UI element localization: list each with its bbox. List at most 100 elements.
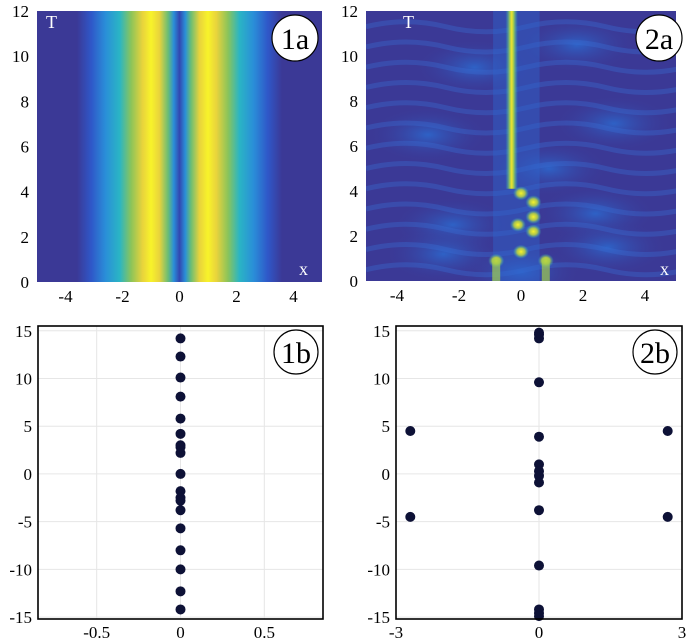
y-tick-label-1a: 10 <box>12 47 29 66</box>
x-tick-label-p1b: 0.5 <box>254 623 275 640</box>
scatter-point <box>175 505 186 516</box>
haze-patch <box>554 95 674 152</box>
y-tick-label-p1b: 0 <box>24 465 33 484</box>
x-tick-label-p1b: 0 <box>176 623 185 640</box>
y-tick-label-1a: 12 <box>12 2 29 21</box>
panel-2b: 2b <box>395 325 683 622</box>
scatter-point <box>175 604 186 615</box>
x-tick-label-1a: -2 <box>115 287 129 306</box>
y-tick-label-2a: 0 <box>350 272 359 291</box>
x-axis-label-2a: x <box>660 259 669 279</box>
wave-streak <box>366 201 676 217</box>
wave-streak <box>366 161 676 176</box>
haze-patch <box>488 140 609 197</box>
y-tick-label-p2b: -10 <box>367 560 390 579</box>
scatter-point <box>175 391 186 402</box>
scatter-point <box>175 442 186 453</box>
x-tick-label-2a: 4 <box>641 286 650 305</box>
wave-streak <box>366 140 676 156</box>
y-tick-label-2a: 4 <box>350 182 359 201</box>
x-tick-label-2a: 2 <box>579 286 588 305</box>
t-axis-label-1a: T <box>46 12 57 32</box>
x-tick-label-1a: -4 <box>58 287 73 306</box>
scatter-point <box>175 523 186 534</box>
y-tick-label-2a: 10 <box>341 47 358 66</box>
haze-patch <box>516 16 637 73</box>
wave-streak <box>366 39 676 55</box>
scatter-point <box>175 586 186 597</box>
scatter-point <box>175 564 186 575</box>
y-tick-label-p2b: 15 <box>373 322 390 341</box>
scatter-point <box>662 425 673 436</box>
x-axis-label-1a: x <box>299 259 308 279</box>
y-tick-label-1a: 4 <box>21 183 30 202</box>
y-tick-label-1a: 8 <box>21 92 30 111</box>
wave-streak <box>366 59 676 75</box>
panel-1b: 1b <box>37 325 324 620</box>
bright-spot <box>509 217 526 232</box>
y-tick-label-2a: 8 <box>350 92 359 111</box>
haze-patch <box>368 106 488 163</box>
y-tick-label-2a: 6 <box>350 137 359 156</box>
y-tick-label-2a: 12 <box>341 2 358 21</box>
wave-streak <box>366 100 676 116</box>
scatter-point <box>405 425 416 436</box>
panel-1a: T x 1a <box>37 11 322 282</box>
scatter-point <box>175 468 186 479</box>
scatter-point <box>534 560 544 571</box>
x-tick-label-2a: 0 <box>517 286 526 305</box>
scatter-point <box>405 511 416 522</box>
scatter-point <box>175 428 186 439</box>
badge-2b-text: 2b <box>640 337 670 370</box>
x-tick-label-p2b: -3 <box>389 623 403 640</box>
y-tick-label-1a: 6 <box>21 138 30 157</box>
badge-1b: 1b <box>273 329 319 375</box>
haze-patch <box>547 219 668 276</box>
y-tick-label-p1b: -10 <box>9 560 32 579</box>
t-axis-label-2a: T <box>403 12 414 32</box>
wave-streak <box>366 120 676 136</box>
scatter-point <box>534 431 544 442</box>
x-tick-label-2a: -4 <box>390 286 405 305</box>
y-tick-label-1a: 0 <box>21 273 30 292</box>
scatter-point <box>662 511 673 522</box>
scatter-point <box>175 351 186 362</box>
bright-spot <box>525 224 542 239</box>
badge-2b: 2b <box>632 329 678 375</box>
y-tick-label-p2b: 0 <box>382 465 391 484</box>
scatter-point <box>534 477 544 488</box>
scatter-point <box>534 377 544 388</box>
y-tick-label-1a: 2 <box>21 228 30 247</box>
badge-2a: 2a <box>635 14 683 62</box>
y-tick-label-p2b: -5 <box>376 513 390 532</box>
beam <box>505 11 518 189</box>
wave-streak <box>366 19 676 35</box>
wave-streak <box>366 262 676 278</box>
y-tick-label-2a: 2 <box>350 227 359 246</box>
badge-1a-text: 1a <box>281 23 309 56</box>
scatter-point <box>175 495 186 506</box>
y-tick-label-p2b: 10 <box>373 369 390 388</box>
y-tick-label-p2b: 5 <box>382 417 391 436</box>
bright-spot <box>513 244 529 259</box>
scatter-point <box>534 327 544 338</box>
base-streak <box>541 258 550 281</box>
scatter-point <box>175 333 186 344</box>
y-tick-label-p1b: 15 <box>15 322 32 341</box>
heatmap-2a-marks <box>366 11 676 281</box>
x-tick-label-1a: 0 <box>175 287 184 306</box>
y-tick-label-p1b: -15 <box>9 608 32 627</box>
bright-spot <box>525 209 542 224</box>
scatter-point <box>175 545 186 556</box>
heatmap-1a <box>37 11 322 282</box>
base-streak <box>492 258 501 281</box>
y-tick-label-p2b: -15 <box>367 608 390 627</box>
scatter-point <box>175 372 186 383</box>
bright-spot <box>525 195 542 210</box>
x-tick-label-2a: -2 <box>452 286 466 305</box>
wave-streak <box>366 80 676 95</box>
x-tick-label-p2b: 0 <box>535 623 544 640</box>
x-tick-label-1a: 2 <box>232 287 241 306</box>
